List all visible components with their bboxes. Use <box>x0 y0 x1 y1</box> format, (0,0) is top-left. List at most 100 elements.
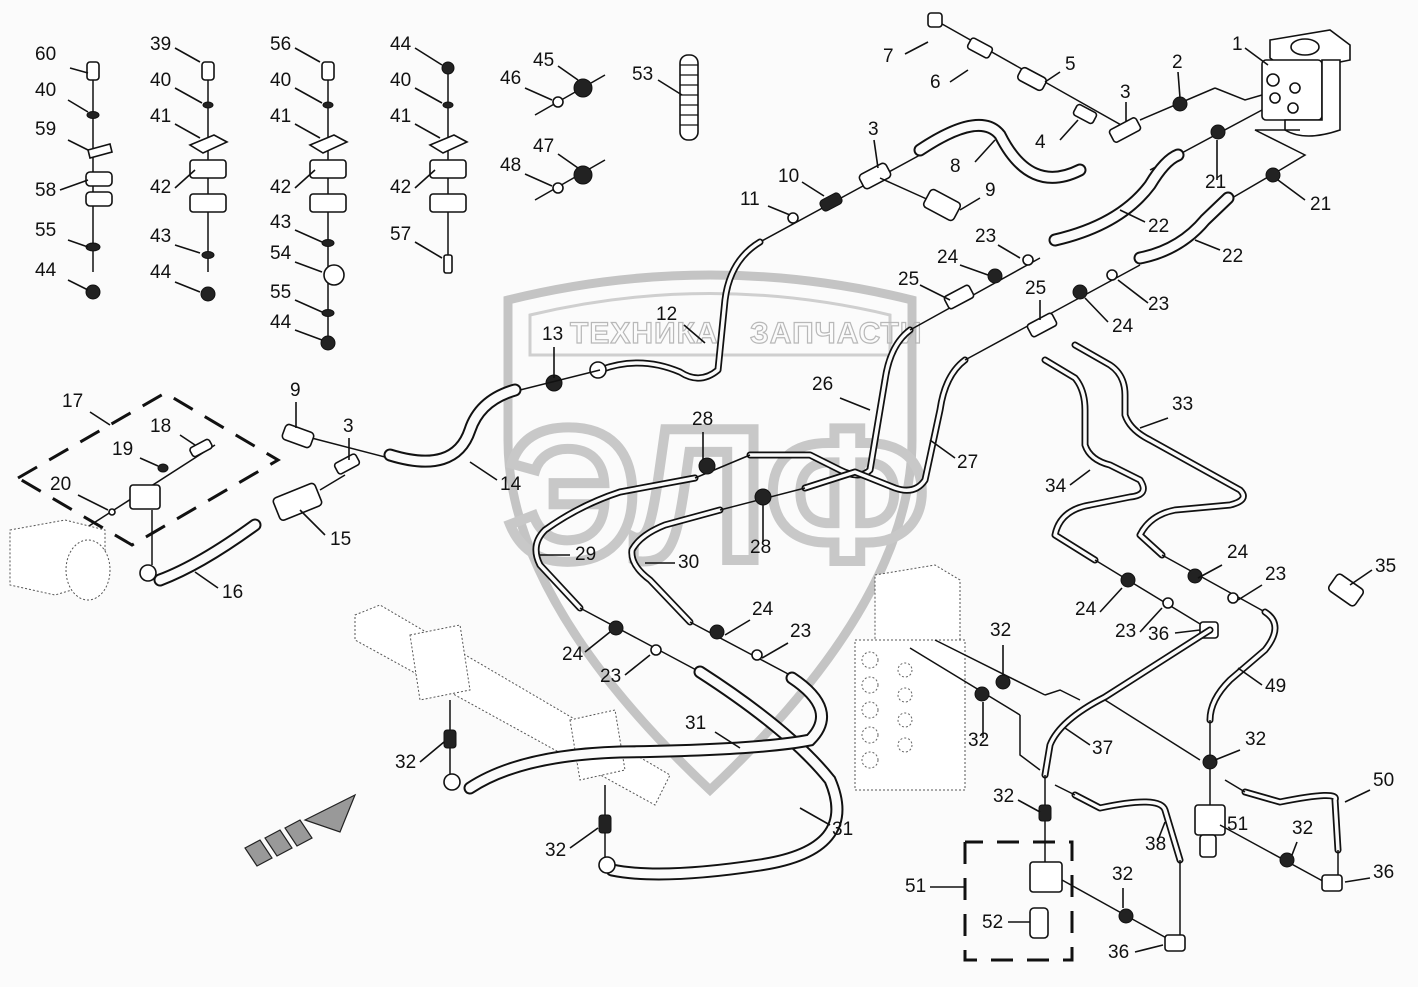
washer-icon[interactable] <box>751 649 763 661</box>
washer-icon[interactable] <box>85 242 101 252</box>
adapter-icon[interactable] <box>987 268 1003 284</box>
adapter-icon[interactable] <box>974 686 990 702</box>
steering-unit[interactable] <box>1261 29 1351 137</box>
washer-icon[interactable] <box>321 239 335 247</box>
clamp-half-icon[interactable] <box>309 193 347 213</box>
callout-label[interactable]: 32 <box>545 840 566 861</box>
callout-label[interactable]: 9 <box>985 180 996 201</box>
callout-label[interactable]: 32 <box>968 730 989 751</box>
protective-sleeve-icon[interactable] <box>679 54 699 141</box>
callout-label[interactable]: 3 <box>1120 82 1131 103</box>
callout-label[interactable]: 46 <box>500 68 521 89</box>
valve-icon[interactable] <box>922 188 962 222</box>
valve-35[interactable] <box>1327 573 1365 608</box>
clamp-half-icon[interactable] <box>429 193 467 213</box>
pipe-38[interactable] <box>1071 791 1184 864</box>
callout-label[interactable]: 27 <box>957 452 978 473</box>
plug-icon[interactable] <box>1199 834 1217 858</box>
pipe-12[interactable] <box>596 238 764 382</box>
callout-label[interactable]: 35 <box>1375 556 1396 577</box>
callout-label[interactable]: 7 <box>883 46 894 67</box>
callout-label[interactable]: 31 <box>832 819 853 840</box>
adapter-icon[interactable] <box>1187 568 1203 584</box>
callout-label[interactable]: 39 <box>150 34 171 55</box>
pipe-33[interactable] <box>1071 341 1247 559</box>
washer-icon[interactable] <box>321 309 335 317</box>
callout-label[interactable]: 26 <box>812 374 833 395</box>
callout-label[interactable]: 57 <box>390 224 411 245</box>
callout-label[interactable]: 32 <box>993 786 1014 807</box>
valve-body-51[interactable] <box>1029 861 1063 893</box>
screw-icon[interactable] <box>189 438 213 458</box>
cap-icon[interactable] <box>927 12 943 28</box>
tee-icon[interactable] <box>333 453 361 475</box>
elbow-icon[interactable] <box>1164 934 1186 952</box>
callout-label[interactable]: 33 <box>1172 394 1193 415</box>
callout-label[interactable]: 21 <box>1310 194 1331 215</box>
spacer-icon[interactable] <box>323 264 345 286</box>
callout-label[interactable]: 23 <box>1148 294 1169 315</box>
callout-label[interactable]: 3 <box>343 416 354 437</box>
callout-label[interactable]: 22 <box>1148 216 1169 237</box>
washer-icon[interactable] <box>1227 592 1239 604</box>
callout-label[interactable]: 50 <box>1373 770 1394 791</box>
plate-icon[interactable] <box>188 134 229 154</box>
washer-icon[interactable] <box>86 111 100 119</box>
callout-label[interactable]: 59 <box>35 119 56 140</box>
callout-label[interactable]: 52 <box>982 912 1003 933</box>
pipe-50[interactable] <box>1241 788 1342 854</box>
clamp-half-icon[interactable] <box>309 159 347 179</box>
callout-label[interactable]: 42 <box>270 177 291 198</box>
adapter-icon[interactable] <box>1016 66 1048 92</box>
callout-label[interactable]: 34 <box>1045 476 1067 497</box>
callout-label[interactable]: 12 <box>656 304 677 325</box>
plate-icon[interactable] <box>428 134 469 154</box>
flange-icon[interactable] <box>129 484 161 510</box>
callout-label[interactable]: 16 <box>222 582 243 603</box>
pipe-29[interactable] <box>532 474 699 612</box>
callout-label[interactable]: 10 <box>778 166 799 187</box>
washer-icon[interactable] <box>201 251 215 259</box>
callout-label[interactable]: 40 <box>390 70 411 91</box>
callout-label[interactable]: 29 <box>575 544 596 565</box>
callout-label[interactable]: 36 <box>1373 862 1394 883</box>
adapter-icon[interactable] <box>1210 124 1226 140</box>
callout-label[interactable]: 24 <box>562 644 584 665</box>
callout-label[interactable]: 44 <box>270 312 292 333</box>
callout-label[interactable]: 24 <box>1112 316 1134 337</box>
elbow-icon[interactable] <box>598 856 616 874</box>
adapter-icon[interactable] <box>995 674 1011 690</box>
callout-label[interactable]: 32 <box>1245 729 1266 750</box>
adapter-icon[interactable] <box>709 624 725 640</box>
callout-label[interactable]: 1 <box>1232 34 1243 55</box>
tee-icon[interactable] <box>1026 312 1058 338</box>
callout-label[interactable]: 24 <box>1075 599 1097 620</box>
tee-icon[interactable] <box>943 284 975 310</box>
callout-label[interactable]: 55 <box>35 220 56 241</box>
tee-icon[interactable] <box>1108 117 1142 143</box>
callout-label[interactable]: 47 <box>533 136 554 157</box>
callout-label[interactable]: 15 <box>330 529 351 550</box>
clamp-half-icon[interactable] <box>189 159 227 179</box>
callout-label[interactable]: 32 <box>395 752 416 773</box>
adapter-icon[interactable] <box>1038 804 1052 822</box>
callout-label[interactable]: 24 <box>1227 542 1249 563</box>
callout-label[interactable]: 28 <box>750 537 771 558</box>
sleeve-icon[interactable] <box>552 182 564 194</box>
callout-label[interactable]: 32 <box>1112 864 1133 885</box>
callout-label[interactable]: 41 <box>270 106 291 127</box>
nut-icon[interactable] <box>85 284 101 300</box>
callout-label[interactable]: 25 <box>1025 278 1046 299</box>
nut-icon[interactable] <box>573 78 593 98</box>
callout-label[interactable]: 45 <box>533 50 554 71</box>
adapter-icon[interactable] <box>1202 754 1218 770</box>
valve-icon[interactable] <box>281 423 315 449</box>
callout-label[interactable]: 42 <box>150 177 171 198</box>
adapter-icon[interactable] <box>818 192 843 213</box>
elbow-icon[interactable] <box>1321 874 1343 892</box>
washer-icon[interactable] <box>1162 597 1174 609</box>
pipe-49[interactable] <box>1206 608 1279 724</box>
callout-label[interactable]: 9 <box>290 380 301 401</box>
callout-label[interactable]: 11 <box>740 189 760 210</box>
nut-icon[interactable] <box>320 335 336 351</box>
